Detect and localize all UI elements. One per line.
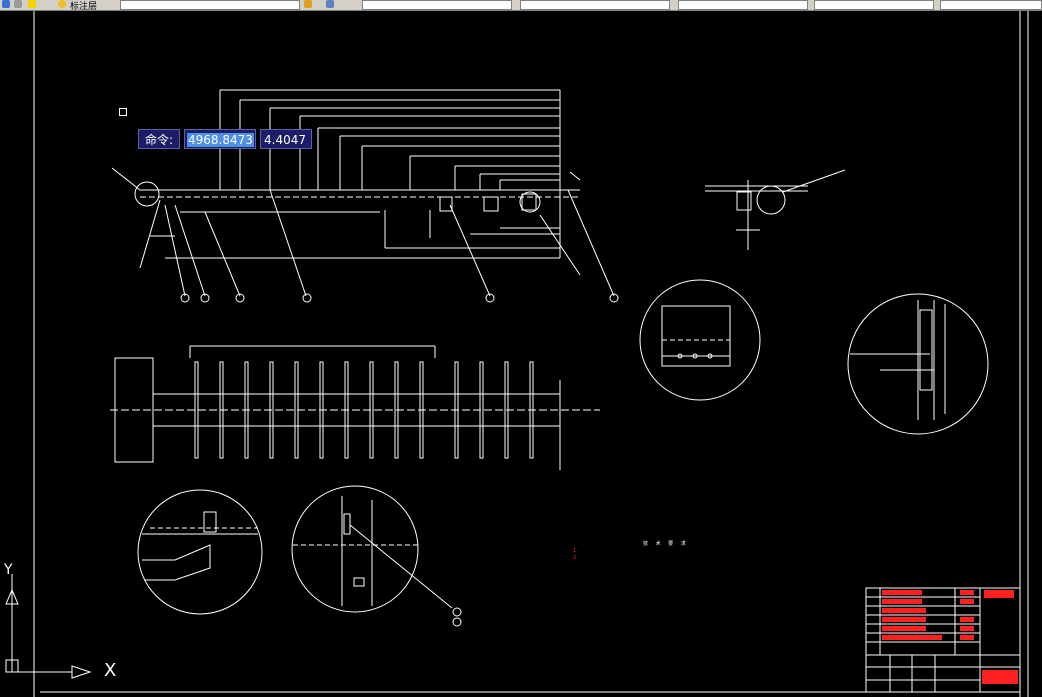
sun-icon[interactable] xyxy=(58,0,66,8)
plan-view-fins xyxy=(110,345,600,470)
ucs-icon xyxy=(5,574,92,679)
requirement-line-1: 1. xyxy=(573,548,578,554)
layer-state-icon[interactable] xyxy=(14,0,22,8)
lineweight-dropdown[interactable] xyxy=(678,0,808,10)
technical-requirements-heading: 技 术 要 求 xyxy=(643,541,689,547)
title-block xyxy=(865,587,1021,693)
detail-circle-a xyxy=(639,279,761,401)
linetype-dropdown[interactable] xyxy=(520,0,670,10)
x-coordinate-input[interactable]: 4968.8473 xyxy=(184,129,256,149)
y-coordinate-input[interactable]: 4.4047 xyxy=(260,129,312,149)
layer-dropdown[interactable] xyxy=(120,0,300,10)
color-dropdown[interactable] xyxy=(362,0,512,10)
extra-dropdown[interactable] xyxy=(940,0,1042,10)
x-coordinate-value: 4968.8473 xyxy=(187,133,254,147)
requirement-line-3: 2. xyxy=(573,555,578,561)
drawing-canvas[interactable] xyxy=(0,11,1042,697)
detail-circle-d xyxy=(291,485,462,627)
layer-stack-icon[interactable] xyxy=(326,0,334,8)
drawing-viewport[interactable]: 命令: 4968.8473 4.4047 技 术 要 求 1. 2. X Y xyxy=(0,11,1042,697)
ucs-x-label: X xyxy=(104,660,117,681)
detail-circle-c xyxy=(137,489,263,615)
top-toolbar: 标注层 xyxy=(0,0,1042,11)
main-shaft-view xyxy=(111,89,619,303)
detail-circle-b xyxy=(847,293,989,435)
side-view-small xyxy=(705,169,846,250)
command-prompt-label: 命令: xyxy=(138,129,180,149)
technical-requirements: 技 术 要 求 1. 2. xyxy=(573,541,689,562)
pickbox-cursor xyxy=(119,108,127,116)
layer-name[interactable]: 标注层 xyxy=(70,2,98,11)
cursor-icon[interactable] xyxy=(2,0,10,8)
layer-tool-icon[interactable] xyxy=(304,0,312,8)
ucs-y-label: Y xyxy=(4,562,13,578)
plotstyle-dropdown[interactable] xyxy=(814,0,934,10)
title-block-red-fills xyxy=(882,590,1018,684)
lightbulb-icon[interactable] xyxy=(28,0,36,8)
